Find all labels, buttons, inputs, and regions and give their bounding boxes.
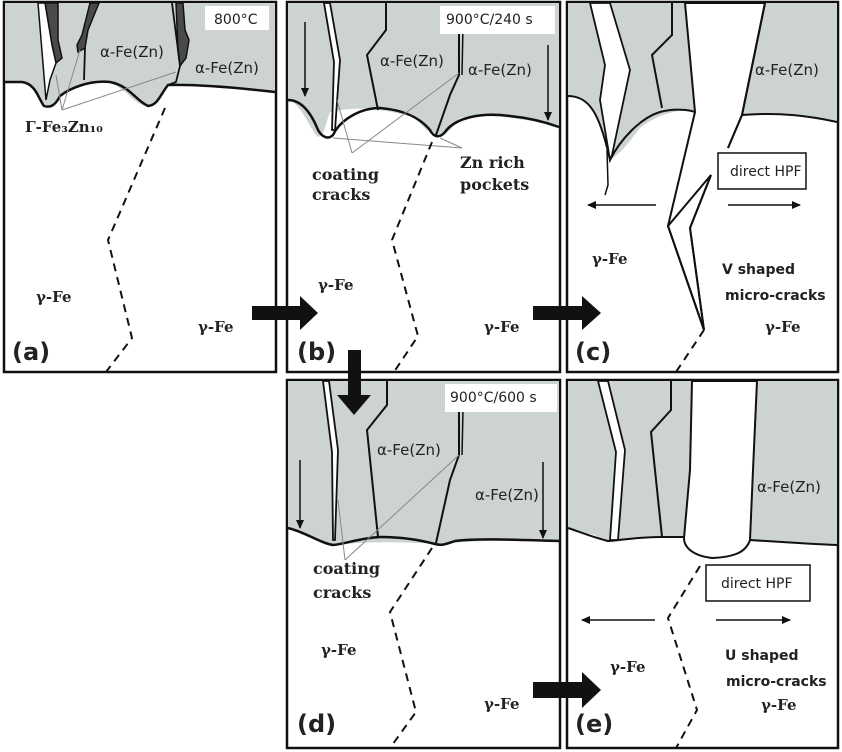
condition-label-box: [440, 6, 555, 34]
coating-crack: [588, 2, 631, 164]
coating-substrate-interface: [749, 539, 838, 546]
condition-label-box: [205, 6, 269, 30]
coating-crack-1: [37, 2, 57, 101]
alpha-fe-zn-label: α-Fe(Zn): [475, 486, 539, 504]
flow-arrow-b-to-c: [533, 296, 601, 330]
u-shaped-micro-crack: [682, 380, 759, 560]
coating-substrate-interface: [287, 98, 560, 139]
gamma-fe-label: γ-Fe: [592, 250, 628, 268]
crack-type-label: micro-cracks: [726, 674, 827, 690]
direct-hpf-box: [705, 564, 811, 602]
alpha-fe-zn-label: α-Fe(Zn): [757, 478, 821, 496]
coating-layer: [288, 3, 559, 137]
coating-crack: [322, 2, 341, 131]
crack-type-label: V shaped: [722, 262, 795, 278]
alpha-fe-zn-label: α-Fe(Zn): [468, 61, 532, 79]
panel-letter: (b): [297, 338, 336, 366]
flow-arrow-d-to-e: [533, 672, 601, 708]
condition-label: 800°C: [214, 12, 258, 28]
prior-grain-boundary: [390, 141, 433, 373]
zn-rich-pockets-label: Zn rich: [460, 153, 525, 172]
grain-boundary: [365, 3, 387, 111]
gamma-fe-label: γ-Fe: [321, 641, 357, 659]
coating-crack: [321, 380, 339, 541]
grain-boundary: [461, 409, 464, 456]
crack-type-label: U shaped: [725, 648, 799, 664]
panel-letter: (a): [12, 338, 50, 366]
gamma-fe-label: γ-Fe: [484, 318, 520, 336]
coating-substrate-interface: [567, 527, 684, 543]
alpha-fe-zn-label: α-Fe(Zn): [195, 59, 259, 77]
panel-b: 900°C/240 s α-Fe(Zn) α-Fe(Zn) coating cr…: [285, 0, 562, 374]
crack-type-label: micro-cracks: [725, 288, 826, 304]
grain-boundary-2: [167, 2, 181, 86]
grain-boundary-1: [83, 47, 86, 81]
crack-tail: [604, 149, 609, 196]
flow-arrows: [252, 296, 601, 708]
coating-substrate-interface: [287, 526, 560, 547]
grain-boundary: [365, 381, 388, 538]
gamma-fe-label: γ-Fe: [318, 276, 354, 294]
v-crack-left-edge: [666, 2, 705, 331]
grain-boundary: [649, 381, 672, 538]
leader-lines: [332, 72, 463, 154]
coating-substrate-interface: [567, 95, 696, 163]
leader-lines: [337, 454, 460, 561]
direct-hpf-label: direct HPF: [730, 164, 802, 180]
gamma-fe-label: γ-Fe: [761, 696, 797, 714]
panel-c: direct HPF α-Fe(Zn) γ-Fe V shaped micro-…: [565, 0, 840, 374]
grain-boundary: [435, 410, 460, 544]
direct-hpf-box: [717, 152, 807, 190]
grain-boundary: [650, 3, 673, 109]
panel-letter: (d): [297, 710, 336, 738]
flow-arrow-a-to-b: [252, 296, 318, 330]
gamma-fe-label: γ-Fe: [198, 318, 234, 336]
prior-grain-boundary: [105, 107, 166, 373]
grain-boundary: [435, 25, 460, 136]
panel-d: 900°C/600 s α-Fe(Zn) α-Fe(Zn) coating cr…: [285, 378, 562, 750]
prior-grain-boundary: [675, 329, 705, 373]
v-crack-right-edge: [688, 174, 712, 331]
alpha-fe-zn-label: α-Fe(Zn): [100, 43, 164, 61]
gamma-fe-label: γ-Fe: [36, 288, 72, 306]
coating-cracks-label: coating: [313, 559, 380, 578]
panel-a: 800°C α-Fe(Zn) α-Fe(Zn) Γ-Fe₃Zn₁₀ γ-Fe γ…: [2, 0, 278, 374]
coating-crack: [596, 380, 626, 541]
flow-arrow-b-to-d: [337, 350, 371, 415]
condition-label: 900°C/600 s: [450, 390, 537, 406]
panel-letter: (e): [575, 710, 613, 738]
condition-label: 900°C/240 s: [446, 12, 533, 28]
coating-substrate-interface: [741, 113, 838, 123]
coating-cracks-label: coating: [312, 165, 379, 184]
gamma-phase-crack-2: [76, 2, 101, 54]
prior-grain-boundary: [666, 565, 701, 749]
gamma-fe-label: γ-Fe: [484, 695, 520, 713]
gamma-fe-label: γ-Fe: [765, 318, 801, 336]
alpha-fe-zn-label: α-Fe(Zn): [755, 61, 819, 79]
coating-layer-right: [742, 3, 837, 122]
coating-cracks-label: cracks: [312, 185, 370, 204]
gamma-fe-label: γ-Fe: [610, 658, 646, 676]
coating-substrate-interface: [5, 80, 276, 108]
leader-lines: [55, 49, 177, 111]
condition-label-box: [445, 384, 557, 412]
coating-layer: [288, 381, 559, 545]
panel-e: direct HPF α-Fe(Zn) γ-Fe U shaped micro-…: [565, 378, 840, 750]
alpha-fe-zn-label: α-Fe(Zn): [380, 52, 444, 70]
gamma-fe3zn10-label: Γ-Fe₃Zn₁₀: [25, 118, 103, 136]
v-crack-right-edge: [727, 2, 766, 149]
direct-hpf-label: direct HPF: [721, 576, 793, 592]
coating-cracks-label: cracks: [313, 583, 371, 602]
alpha-fe-zn-label: α-Fe(Zn): [377, 441, 441, 459]
zn-rich-pockets-label: pockets: [460, 175, 529, 194]
panel-letter: (c): [575, 338, 611, 366]
prior-grain-boundary: [388, 547, 433, 749]
